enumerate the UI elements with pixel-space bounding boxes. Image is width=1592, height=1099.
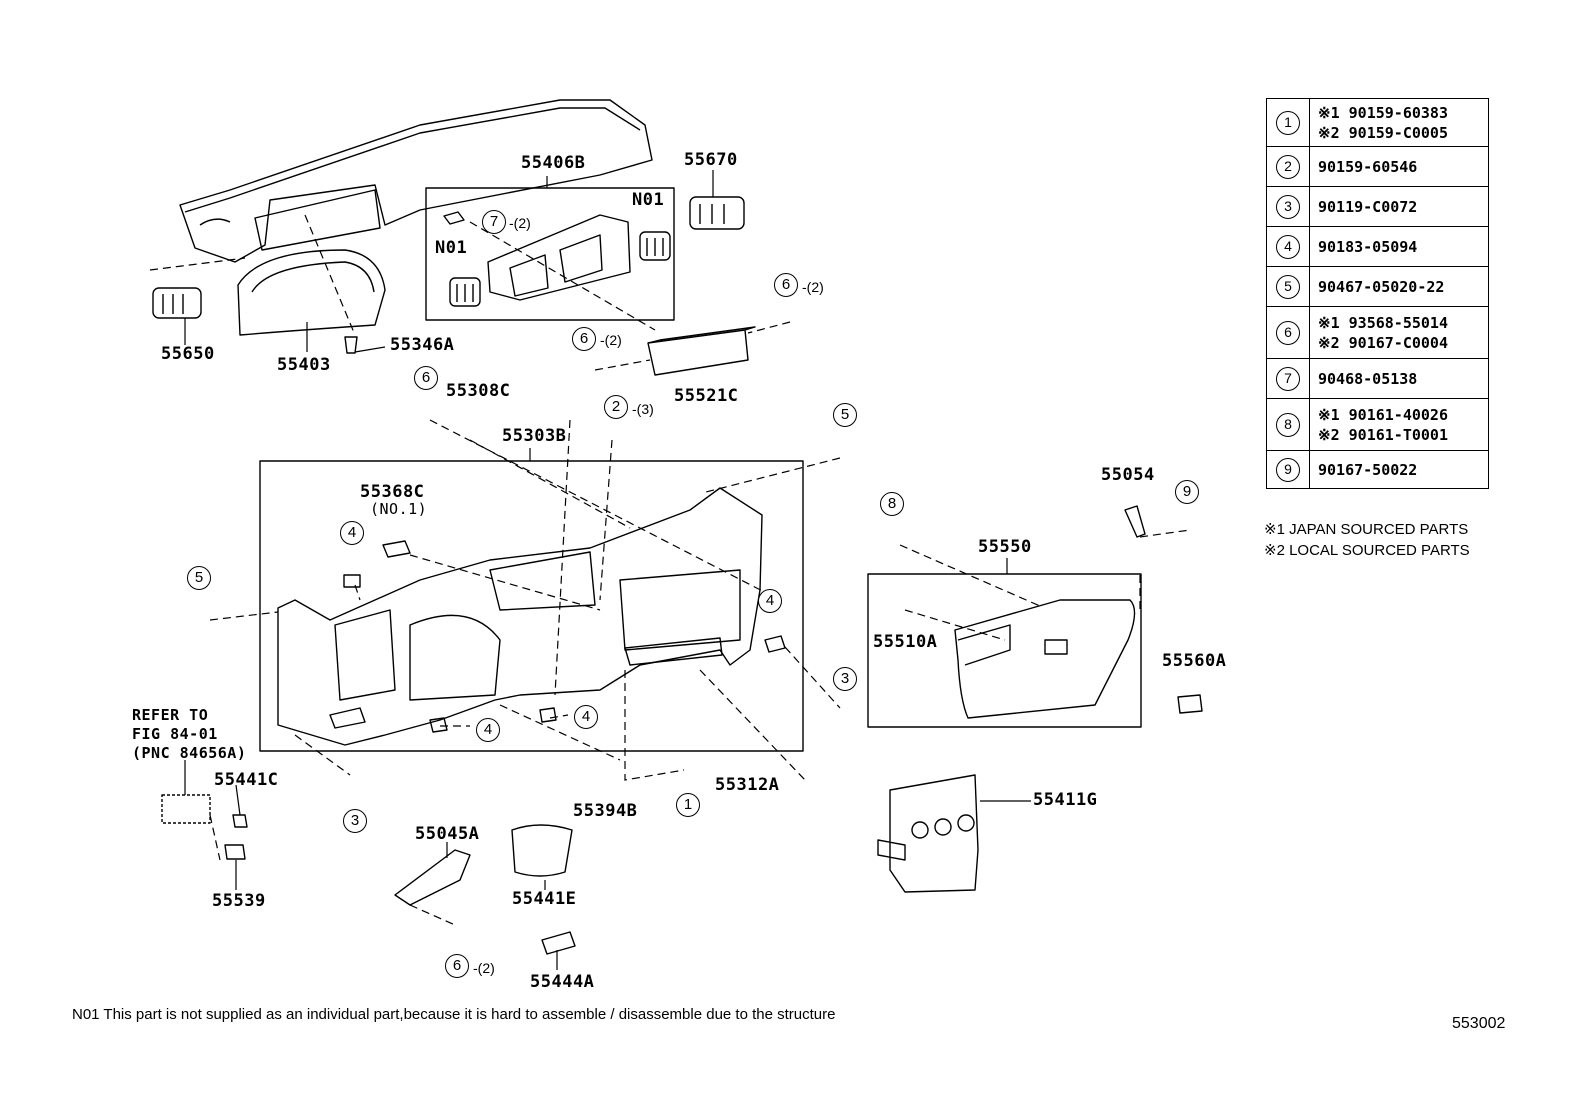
box-55406B: [425, 187, 675, 321]
glove-box-55550: [954, 599, 1136, 719]
part-number: ※2 90167-C0004: [1318, 333, 1448, 352]
part-number: ※2 90159-C0005: [1318, 123, 1448, 142]
label-55368C: 55368C: [360, 482, 425, 502]
table-key: 4: [1276, 234, 1300, 259]
table-row: 9 90167-50022: [1266, 450, 1489, 489]
callout-2-qty: -(3): [632, 401, 654, 417]
part-number: ※1 90159-60383: [1318, 103, 1448, 122]
callout-5-b: 5: [187, 566, 211, 590]
callout-9: 9: [1175, 480, 1199, 504]
label-55312A: 55312A: [715, 775, 780, 795]
table-row: 4 90183-05094: [1266, 226, 1489, 267]
table-row: 7 90468-05138: [1266, 358, 1489, 399]
callout-8: 8: [880, 492, 904, 516]
box-55550: [867, 573, 1142, 728]
part-number: ※1 90161-40026: [1318, 405, 1448, 424]
table-key: 3: [1276, 194, 1300, 219]
figure-number: 553002: [1452, 1015, 1506, 1032]
label-refer-3: (PNC 84656A): [132, 744, 247, 762]
callout-4-b: 4: [758, 589, 782, 613]
center-bezel-55411G: [889, 774, 979, 893]
table-row: 6 ※1 93568-55014※2 90167-C0004: [1266, 306, 1489, 359]
part-number: 90183-05094: [1318, 237, 1418, 256]
label-55303B: 55303B: [502, 426, 567, 446]
callout-6-a-qty: -(2): [802, 279, 824, 295]
cluster-hood-55403: [237, 249, 386, 336]
callout-4-d: 4: [476, 718, 500, 742]
table-key: 8: [1276, 412, 1300, 437]
callout-1: 1: [676, 793, 700, 817]
callout-4-a: 4: [340, 521, 364, 545]
table-row: 8 ※1 90161-40026※2 90161-T0001: [1266, 398, 1489, 451]
table-key: 6: [1276, 320, 1300, 345]
callout-3-a: 3: [833, 667, 857, 691]
label-refer-1: REFER TO: [132, 706, 209, 724]
vent-55650: [152, 287, 202, 319]
label-n01-left: N01: [435, 238, 468, 258]
lower-dash-panel: [277, 487, 763, 746]
label-55539: 55539: [212, 891, 266, 911]
callout-6-a: 6: [774, 273, 798, 297]
label-55510A: 55510A: [873, 632, 938, 652]
fastener-table: 1 ※1 90159-60383※2 90159-C0005 2 90159-6…: [1266, 98, 1489, 489]
part-number: 90467-05020-22: [1318, 277, 1445, 296]
label-55441E: 55441E: [512, 889, 577, 909]
part-number: ※2 90161-T0001: [1318, 425, 1448, 444]
label-55521C: 55521C: [674, 386, 739, 406]
label-55650: 55650: [161, 344, 215, 364]
label-55403: 55403: [277, 355, 331, 375]
footnote: N01 This part is not supplied as an indi…: [72, 1006, 836, 1023]
callout-5-a: 5: [833, 403, 857, 427]
part-number: 90119-C0072: [1318, 197, 1418, 216]
box-55303B: [259, 460, 804, 752]
callout-6-b-qty: -(2): [600, 332, 622, 348]
table-row: 5 90467-05020-22: [1266, 266, 1489, 307]
label-55346A: 55346A: [390, 335, 455, 355]
label-55670: 55670: [684, 150, 738, 170]
label-n01-right: N01: [632, 190, 665, 210]
table-key: 7: [1276, 366, 1300, 391]
table-key: 5: [1276, 274, 1300, 299]
callout-6-d: 6: [445, 954, 469, 978]
label-55406B: 55406B: [521, 153, 586, 173]
table-row: 3 90119-C0072: [1266, 186, 1489, 227]
callout-6-d-qty: -(2): [473, 960, 495, 976]
part-number: 90468-05138: [1318, 369, 1418, 388]
label-55441C: 55441C: [214, 770, 279, 790]
callout-6-b: 6: [572, 327, 596, 351]
table-key: 9: [1276, 457, 1300, 482]
callout-4-c: 4: [574, 705, 598, 729]
table-row: 2 90159-60546: [1266, 146, 1489, 187]
legend-japan: ※1 JAPAN SOURCED PARTS: [1264, 521, 1469, 538]
label-55444A: 55444A: [530, 972, 595, 992]
vent-55670: [689, 196, 745, 230]
legend-local: ※2 LOCAL SOURCED PARTS: [1264, 542, 1470, 559]
label-55411G: 55411G: [1033, 790, 1098, 810]
callout-7-qty: -(2): [509, 215, 531, 231]
label-55550: 55550: [978, 537, 1032, 557]
table-key: 2: [1276, 154, 1300, 179]
table-row: 1 ※1 90159-60383※2 90159-C0005: [1266, 98, 1489, 147]
callout-3-b: 3: [343, 809, 367, 833]
upper-dash-panel: [179, 99, 653, 263]
label-refer-2: FIG 84-01: [132, 725, 218, 743]
label-55045A: 55045A: [415, 824, 480, 844]
pocket-55521C: [647, 329, 749, 376]
label-55308C: 55308C: [446, 381, 511, 401]
callout-2: 2: [604, 395, 628, 419]
label-55560A: 55560A: [1162, 651, 1227, 671]
label-55054: 55054: [1101, 465, 1155, 485]
label-55368C-sub: (NO.1): [370, 500, 428, 518]
part-number: 90159-60546: [1318, 157, 1418, 176]
part-number: 90167-50022: [1318, 460, 1418, 479]
part-number: ※1 93568-55014: [1318, 313, 1448, 332]
callout-7: 7: [482, 210, 506, 234]
callout-6-c: 6: [414, 366, 438, 390]
label-55394B: 55394B: [573, 801, 638, 821]
table-key: 1: [1276, 110, 1300, 135]
